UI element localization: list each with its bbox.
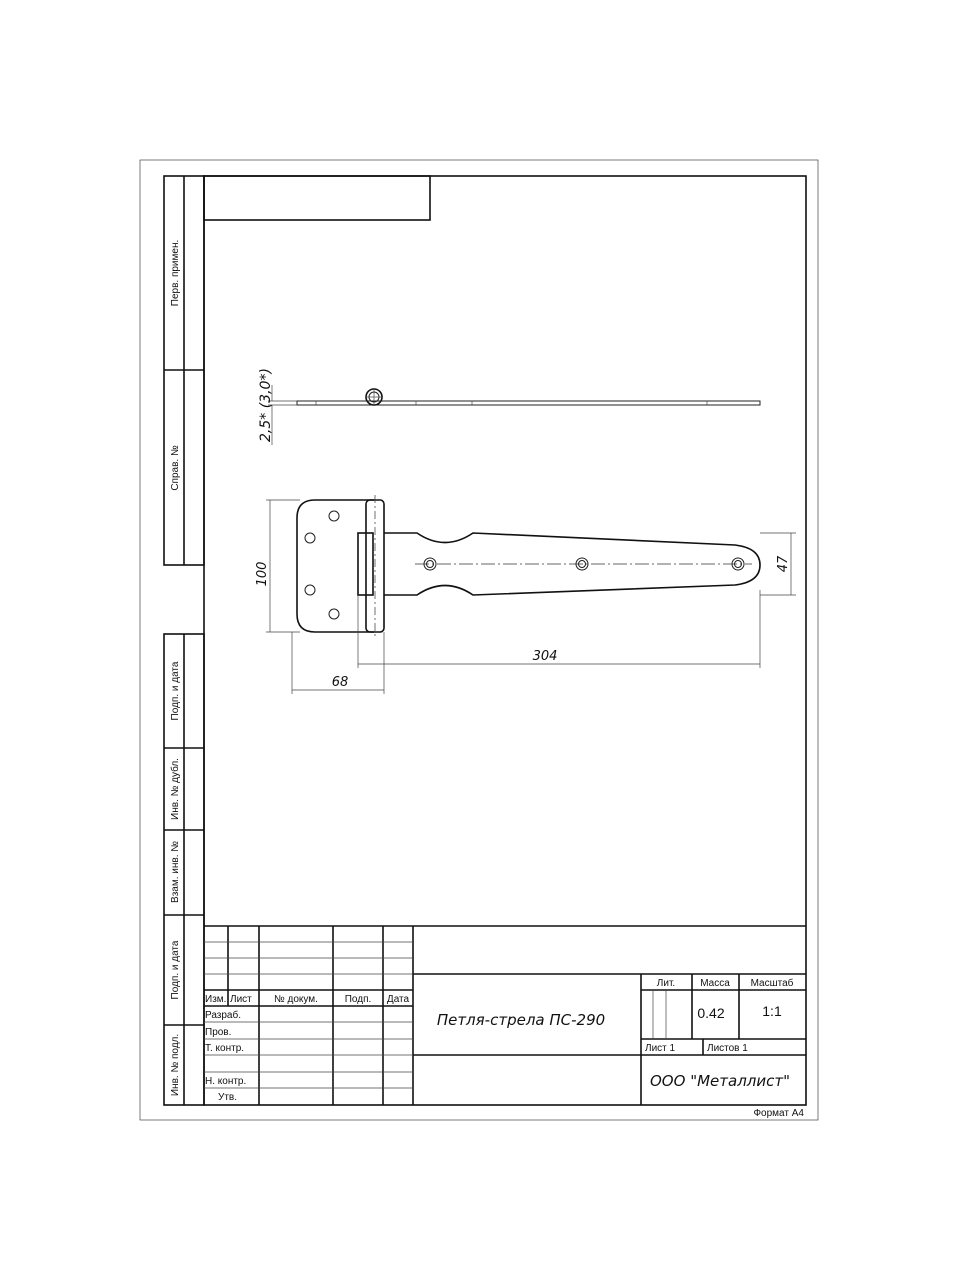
strip-label-inv-dubl: Инв. № дубл. [169,758,181,820]
role-n-kontr: Н. контр. [205,1076,246,1087]
title-block: Изм. Лист № докум. Подп. Дата Разраб. Пр… [204,925,806,1105]
outer-frame [139,159,819,1121]
header-data: Дата [387,994,410,1005]
top-left-box [203,175,431,221]
header-izm: Изм. [205,994,226,1005]
format-label: Формат А4 [753,1108,804,1119]
hinge-front-view: 100 47 304 68 [255,495,796,694]
sheet-count: Листов 1 [707,1043,748,1054]
strip-label-sprav: Справ. № [170,445,181,491]
dim-strap-width: 47 [776,555,791,572]
hinge-strap [384,532,761,596]
strip-label-podp-data-2: Подп. и дата [170,940,181,999]
strip-label-inv-podl: Инв. № подл. [170,1034,181,1096]
dim-thickness: 2,5* (3,0*) [258,368,274,442]
dim-height: 100 [255,562,270,587]
hinge-side-view: 2,5* (3,0*) [258,368,761,445]
hinge-leaf [296,499,374,633]
lit-label: Лит. [657,978,675,989]
strip-label-podp-data-1: Подп. и дата [170,661,181,720]
left-strip-upper: Перв. примен. Справ. № [163,175,205,566]
mass-label: Масса [700,978,730,989]
role-utv: Утв. [218,1092,237,1103]
inner-frame [203,175,807,1106]
dim-length: 304 [533,649,558,664]
mass-value: 0.42 [697,1005,724,1021]
dim-leaf-width: 68 [332,675,349,690]
role-t-kontr: Т. контр. [205,1043,244,1054]
scale-value: 1:1 [762,1003,782,1019]
left-strip-lower: Подп. и дата Инв. № дубл. Взам. инв. № П… [163,633,205,1106]
header-podp: Подп. [345,994,372,1005]
header-list: Лист [230,994,252,1005]
company-name: ООО "Металлист" [650,1072,790,1090]
scale-label: Масштаб [751,977,794,989]
header-doc-no: № докум. [274,994,318,1005]
strip-label-perv-primen: Перв. примен. [170,240,181,306]
part-name: Петля-стрела ПС-290 [437,1011,605,1029]
sheet-number: Лист 1 [645,1043,676,1054]
role-razrab: Разраб. [205,1009,241,1021]
role-prov: Пров. [205,1027,231,1038]
screw-holes [304,510,745,620]
strip-label-vzam-inv: Взам. инв. № [170,841,181,903]
